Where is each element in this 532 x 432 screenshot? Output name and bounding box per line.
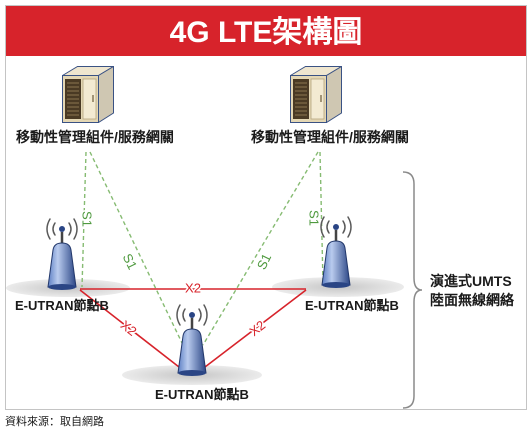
- s1-label: S1: [80, 211, 95, 227]
- enodeb-label-right: E-UTRAN節點B: [305, 298, 399, 313]
- x2-link-line: [79, 289, 180, 368]
- server-icon: [290, 66, 342, 123]
- x2-link-line: [204, 289, 307, 368]
- x2-links: [79, 288, 307, 368]
- core-node-label-left: 移動性管理組件/服務網關: [16, 129, 174, 145]
- source-note: 資料來源：取自網路: [5, 414, 104, 428]
- network-group-label-line1: 演進式UMTS: [430, 273, 512, 289]
- s1-link-line: [319, 151, 324, 284]
- s1-link-line: [81, 151, 87, 288]
- s1-link-line: [89, 151, 184, 346]
- s1-link-line: [202, 151, 319, 346]
- s1-label: S1: [307, 210, 322, 226]
- header-band: [6, 6, 526, 56]
- x2-label: X2: [185, 280, 201, 295]
- server-icon: [62, 66, 114, 123]
- enodeb-label-left: E-UTRAN節點B: [15, 298, 109, 313]
- core-node-label-right: 移動性管理組件/服務網關: [251, 129, 409, 145]
- enodeb-label-bottom: E-UTRAN節點B: [155, 387, 249, 402]
- network-group-brace: [402, 171, 423, 409]
- network-group-label-line2: 陸面無線網絡: [430, 292, 515, 308]
- s1-links: [81, 151, 324, 346]
- diagram-title: 4G LTE架構圖: [170, 16, 363, 49]
